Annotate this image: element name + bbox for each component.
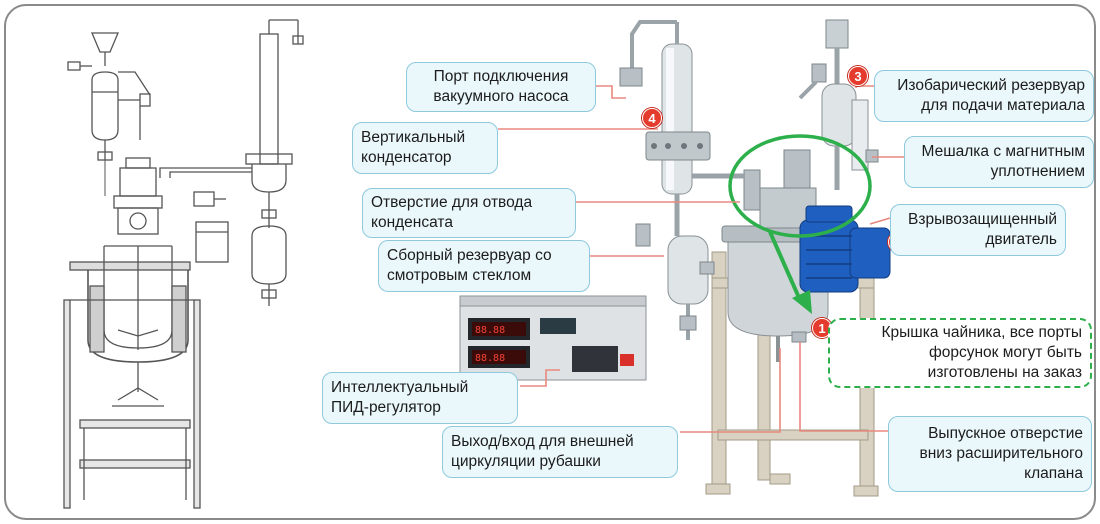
svg-text:88.88: 88.88: [475, 353, 505, 364]
callout-isobaric-tank: Изобарический резервуар для подачи матер…: [874, 70, 1094, 122]
callout-jacket-circulation-text: Выход/вход для внешней циркуляции рубашк…: [451, 433, 634, 470]
callout-bottom-valve: Выпускное отверстие вниз расширительного…: [888, 416, 1092, 492]
callout-kettle-lid-text: Крышка чайника, все порты форсунок могут…: [881, 324, 1082, 381]
callout-condensate-outlet-text: Отверстие для отвода конденсата: [371, 194, 533, 231]
reactor-schematic-icon: [63, 19, 304, 509]
reactor-apparatus-icon: [619, 19, 891, 497]
callout-pid-controller: Интеллектуальный ПИД-регулятор: [322, 372, 518, 424]
callout-condensate-outlet: Отверстие для отвода конденсата: [362, 188, 576, 238]
badge-4: 4: [642, 108, 662, 128]
callout-vacuum-port: Порт подключения вакуумного насоса: [406, 62, 596, 112]
callout-magnetic-stirrer: Мешалка с магнитным уплотнением: [904, 136, 1094, 188]
callout-pid-controller-text: Интеллектуальный ПИД-регулятор: [331, 379, 469, 416]
callout-bottom-valve-text: Выпускное отверстие вниз расширительного…: [919, 425, 1084, 482]
callout-vacuum-port-text: Порт подключения вакуумного насоса: [433, 68, 569, 105]
svg-text:88.88: 88.88: [475, 325, 505, 336]
callout-kettle-lid: Крышка чайника, все порты форсунок могут…: [828, 318, 1092, 388]
leader-lines: [498, 85, 906, 433]
callout-vertical-condenser-text: Вертикальный конденсатор: [361, 129, 466, 166]
callout-jacket-circulation: Выход/вход для внешней циркуляции рубашк…: [442, 426, 678, 478]
callout-collection-tank: Сборный резервуар со смотровым стеклом: [378, 240, 590, 292]
callout-magnetic-stirrer-text: Мешалка с магнитным уплотнением: [921, 143, 1085, 180]
callout-explosion-proof-motor-text: Взрывозащищенный двигатель: [908, 211, 1057, 248]
callout-collection-tank-text: Сборный резервуар со смотровым стеклом: [387, 247, 552, 284]
callout-isobaric-tank-text: Изобарический резервуар для подачи матер…: [897, 77, 1085, 114]
callout-vertical-condenser: Вертикальный конденсатор: [352, 122, 498, 174]
badge-3: 3: [848, 66, 868, 86]
callout-explosion-proof-motor: Взрывозащищенный двигатель: [890, 204, 1066, 256]
pid-controller-icon: 88.88 88.88: [459, 295, 647, 381]
